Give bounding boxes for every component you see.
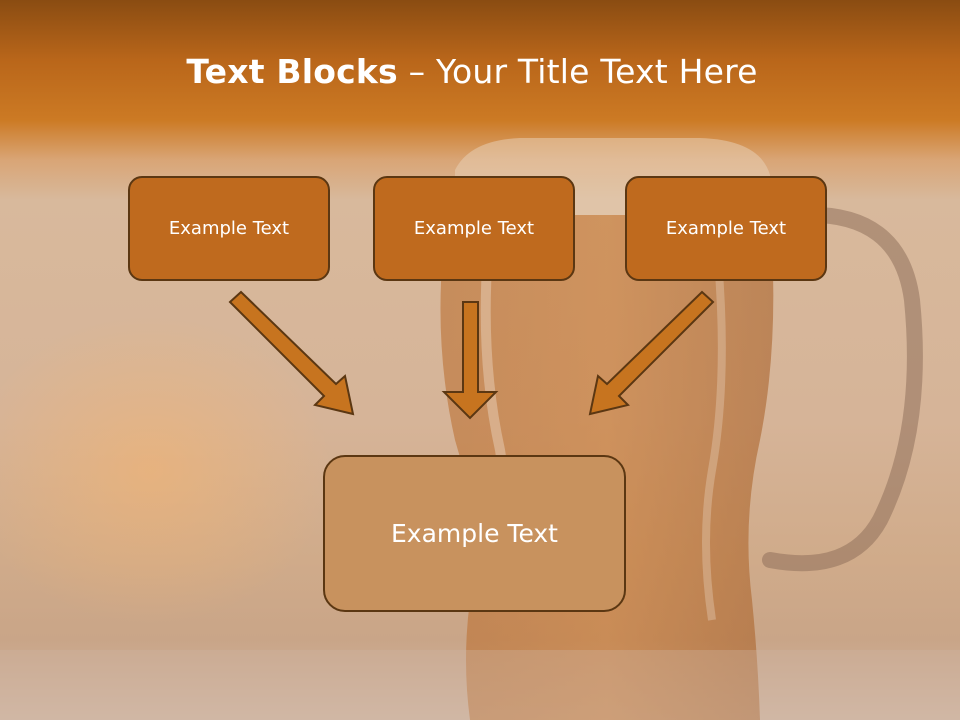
text-block-left-label: Example Text	[168, 218, 290, 239]
title-subtitle: – Your Title Text Here	[397, 52, 758, 91]
text-block-bottom-label: Example Text	[391, 519, 558, 548]
text-block-bottom[interactable]: Example Text	[323, 455, 626, 612]
text-block-left[interactable]: Example Text	[128, 176, 330, 281]
arrow-left-diagonal	[228, 290, 355, 416]
page-title: Text Blocks – Your Title Text Here	[0, 52, 944, 91]
text-block-center[interactable]: Example Text	[373, 176, 575, 281]
arrow-down-center	[441, 301, 499, 420]
title-bold: Text Blocks	[186, 52, 398, 91]
text-block-right[interactable]: Example Text	[625, 176, 827, 281]
arrow-right-diagonal	[588, 290, 715, 416]
text-block-right-label: Example Text	[665, 218, 787, 239]
text-block-center-label: Example Text	[413, 218, 535, 239]
